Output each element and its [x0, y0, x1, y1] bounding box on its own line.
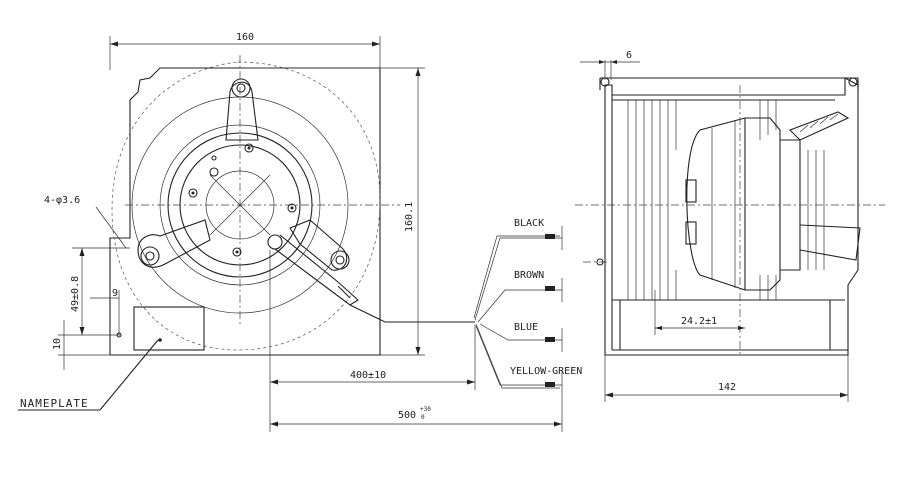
- mounting-arm-left: [137, 219, 211, 268]
- front-view: NAMEPLATE 160 160.1 4-φ3.6 49±0.8: [18, 32, 425, 411]
- dim-24-2-text: 24.2±1: [681, 316, 717, 327]
- dim-160-1-text: 160.1: [404, 202, 415, 232]
- wire-bundle: [349, 304, 475, 323]
- dim-lead-500: 500 +30 0: [270, 406, 562, 427]
- dim-9: 9: [90, 285, 120, 335]
- dim-142-text: 142: [718, 382, 736, 393]
- dim-width-top: 160: [109, 32, 381, 70]
- dim-160-text: 160: [236, 32, 254, 43]
- motor-body-side: [685, 117, 861, 291]
- dim-500-tol-upper: +30: [420, 406, 431, 413]
- dim-6-text: 6: [626, 50, 632, 61]
- dim-height-side: 160.1: [245, 67, 425, 356]
- dim-49-text: 49±0.8: [70, 276, 81, 312]
- dim-142: 142: [604, 355, 849, 402]
- cable-gland: [267, 234, 359, 306]
- wire-label-yellow-green: YELLOW-GREEN: [510, 366, 582, 377]
- wire-label-blue: BLUE: [514, 322, 538, 333]
- nameplate-rect: [133, 306, 205, 351]
- hub-cross-2: [209, 174, 271, 236]
- housing-outline: [109, 67, 381, 356]
- nameplate-leader: [99, 339, 159, 411]
- mounting-arm-top: [225, 78, 259, 141]
- side-view: 6: [575, 50, 885, 402]
- nameplate-dot: [158, 338, 162, 342]
- wire-label-black: BLACK: [514, 218, 544, 229]
- dim-500-text: 500: [398, 410, 416, 421]
- dim-500-tol-lower: 0: [421, 414, 425, 421]
- lead-wires: BLACK BROWN BLUE YELLOW-GREEN: [349, 218, 582, 432]
- dim-9-text: 9: [112, 288, 118, 299]
- mounting-arm-right: [289, 219, 350, 271]
- dim-10: 10: [52, 320, 120, 370]
- dim-24-2: 24.2±1: [654, 290, 745, 335]
- nameplate-label: NAMEPLATE: [20, 397, 89, 410]
- impeller-fins: [627, 100, 825, 300]
- volute-outline: [111, 61, 381, 351]
- screw-holes: [188, 143, 297, 257]
- dim-10-text: 10: [52, 338, 63, 350]
- side-outline: [604, 77, 859, 356]
- hole-callout: 4-φ3.6: [44, 195, 127, 249]
- hatched-section: [789, 111, 850, 141]
- dim-49: 49±0.8: [70, 247, 130, 335]
- wire-label-brown: BROWN: [514, 270, 544, 281]
- dim-400-text: 400±10: [350, 370, 386, 381]
- hole-spec-text: 4-φ3.6: [44, 195, 80, 206]
- dim-lead-400: 400±10: [269, 250, 476, 432]
